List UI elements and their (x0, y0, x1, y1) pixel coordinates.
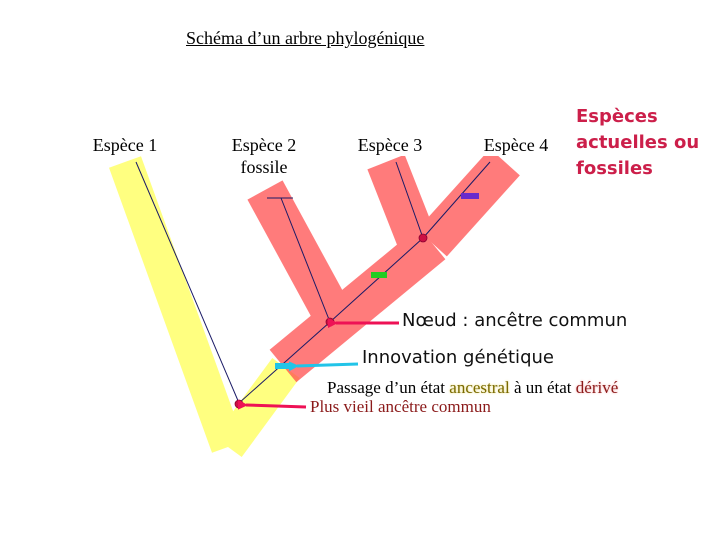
node-root (234, 399, 244, 409)
red-lineage-bands (247, 148, 520, 383)
innovation-mark-3 (461, 193, 479, 199)
branch-species3 (395, 161, 424, 239)
red-band-stem (269, 226, 446, 383)
yellow-band-root (214, 357, 300, 458)
innovation-mark-1 (275, 363, 291, 369)
branch-species1 (135, 161, 240, 404)
derived-word: dérivé (575, 378, 619, 397)
tree-branches (135, 161, 491, 404)
node-2 (418, 233, 428, 243)
genetic-innovation-label: Innovation génétique (362, 347, 554, 368)
yellow-band-species1 (109, 156, 244, 453)
species-4-label: Espèce 4 (472, 134, 560, 156)
species-3-label: Espèce 3 (348, 134, 432, 156)
transition-prefix: Passage d’un état (327, 378, 450, 397)
extant-or-fossil-species-label: Espèces actuelles ou fossiles (576, 106, 700, 179)
transition-middle: à un état (509, 378, 576, 397)
species-1-label: Espèce 1 (82, 134, 168, 156)
innovation-mark-2 (371, 272, 387, 278)
oldest-common-ancestor-label: Plus vieil ancêtre commun (310, 397, 491, 416)
node-1 (325, 317, 335, 327)
innovation-pointer-arrow (288, 361, 359, 372)
diagram-title: Schéma d’un arbre phylogénique (186, 28, 425, 48)
branch-species4 (422, 161, 491, 239)
common-ancestor-node-label: Nœud : ancêtre commun (402, 310, 628, 331)
yellow-lineage-band (109, 156, 300, 458)
red-band-species2 (247, 180, 356, 334)
species-2-label: Espèce 2 fossile (222, 134, 306, 178)
state-transition-sentence: Passage d’un état ancestral à un état dé… (327, 378, 618, 398)
branch-species2 (280, 197, 331, 323)
branch-root-to-node1 (238, 321, 331, 404)
branch-node1-to-node2 (329, 237, 424, 323)
ancestral-word: ancestral (449, 378, 510, 397)
red-band-species3 (367, 154, 438, 254)
root-pointer-arrow (237, 399, 307, 410)
red-band-species4 (417, 148, 520, 257)
